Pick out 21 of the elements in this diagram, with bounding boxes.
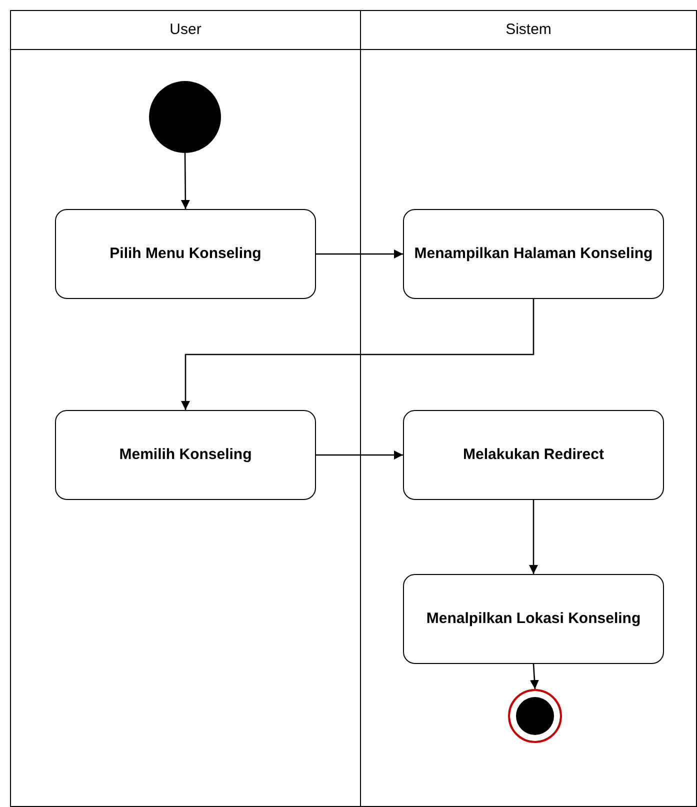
arrow — [316, 450, 403, 460]
action-label: Menalpilkan Lokasi Konseling — [426, 609, 641, 630]
action-box — [403, 574, 664, 664]
action-label: Menampilkan Halaman Konseling — [414, 244, 653, 264]
action-label: Memilih Konseling — [119, 445, 252, 466]
arrow — [316, 250, 403, 258]
action-label: Melakukan Redirect — [463, 445, 604, 466]
lane-header: User — [168, 20, 202, 40]
action-box — [403, 410, 664, 500]
lane-header: Sistem — [504, 20, 552, 40]
swimlane — [10, 10, 361, 807]
arrow — [181, 299, 534, 410]
final-node — [508, 689, 562, 743]
swimlane — [360, 10, 697, 807]
action-box — [55, 410, 316, 500]
arrow — [180, 153, 190, 209]
action-label: Pilih Menu Konseling — [110, 244, 262, 264]
arrow — [529, 500, 538, 574]
action-box — [55, 209, 316, 299]
arrow — [530, 664, 539, 690]
action-box — [403, 209, 664, 299]
